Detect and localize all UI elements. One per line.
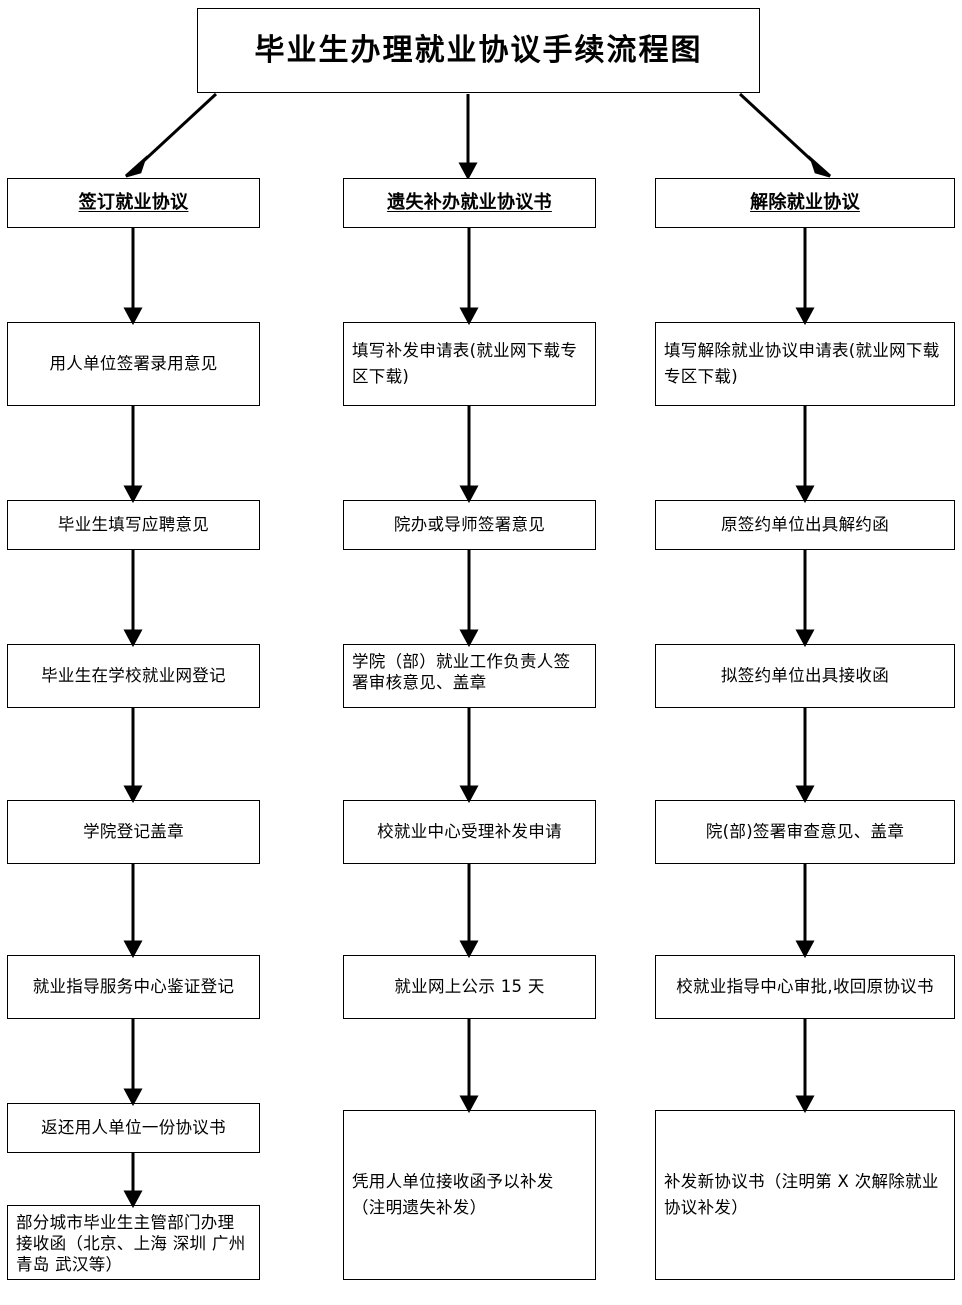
title-to-col2-arrowhead — [458, 162, 478, 181]
col1-step-5-label: 就业指导服务中心鉴证登记 — [32, 977, 235, 997]
col3-step-6-label: 补发新协议书（注明第 X 次解除就业协议补发） — [664, 1172, 939, 1217]
col1-arrow-2 — [123, 485, 143, 504]
col1-step-6-label: 返还用人单位一份协议书 — [41, 1118, 226, 1138]
col2-step-2[interactable]: 院办或导师签署意见 — [343, 500, 596, 550]
col3-step-2[interactable]: 原签约单位出具解约函 — [655, 500, 955, 550]
col2-step-5-label: 就业网上公示 15 天 — [394, 977, 545, 997]
col3-step-4[interactable]: 院(部)签署审查意见、盖章 — [655, 800, 955, 864]
col2-arrow-2 — [459, 485, 479, 504]
col1-arrow-6 — [123, 1088, 143, 1107]
col3-arrow-6 — [795, 1095, 815, 1114]
col3-step-5-label: 校就业指导中心审批,收回原协议书 — [676, 977, 934, 997]
col1-step-3-label: 毕业生在学校就业网登记 — [41, 666, 226, 686]
col1-arrow-3 — [123, 629, 143, 648]
col3-step-3[interactable]: 拟签约单位出具接收函 — [655, 644, 955, 708]
col3-step-3-label: 拟签约单位出具接收函 — [721, 666, 889, 686]
col3-step-1[interactable]: 填写解除就业协议申请表(就业网下载专区下载) — [655, 322, 955, 406]
title-to-col3-arrowhead — [808, 155, 831, 178]
col2-step-1-label: 填写补发申请表(就业网下载专区下载) — [352, 341, 578, 386]
title-to-col1-arrowhead — [125, 155, 148, 178]
col2-step-4[interactable]: 校就业中心受理补发申请 — [343, 800, 596, 864]
col1-arrow-5 — [123, 940, 143, 959]
col1-step-4-label: 学院登记盖章 — [83, 822, 184, 842]
col3-step-5[interactable]: 校就业指导中心审批,收回原协议书 — [655, 955, 955, 1019]
col2-step-3[interactable]: 学院（部）就业工作负责人签署审核意见、盖章 — [343, 644, 596, 708]
col1-header-label: 签订就业协议 — [78, 192, 189, 214]
col3-step-6[interactable]: 补发新协议书（注明第 X 次解除就业协议补发） — [655, 1110, 955, 1280]
col1-arrow-4 — [123, 785, 143, 804]
col1-step-3[interactable]: 毕业生在学校就业网登记 — [7, 644, 260, 708]
sidebar-item-lost-reissue[interactable]: 遗失补办就业协议书 — [343, 178, 596, 228]
col3-arrow-1 — [795, 307, 815, 326]
title-to-col1-line — [134, 92, 218, 170]
col1-step-1[interactable]: 用人单位签署录用意见 — [7, 322, 260, 406]
col1-arrow-1 — [123, 307, 143, 326]
col2-arrow-6 — [459, 1095, 479, 1114]
col3-arrow-5 — [795, 940, 815, 959]
col3-step-1-label: 填写解除就业协议申请表(就业网下载专区下载) — [664, 341, 940, 386]
col1-step-2[interactable]: 毕业生填写应聘意见 — [7, 500, 260, 550]
col2-step-5[interactable]: 就业网上公示 15 天 — [343, 955, 596, 1019]
col3-arrow-4 — [795, 785, 815, 804]
col1-step-5[interactable]: 就业指导服务中心鉴证登记 — [7, 955, 260, 1019]
col1-step-7-label: 部分城市毕业生主管部门办理接收函（北京、上海 深圳 广州 青岛 武汉等） — [16, 1213, 246, 1275]
col3-step-4-label: 院(部)签署审查意见、盖章 — [705, 822, 905, 842]
col2-header-label: 遗失补办就业协议书 — [387, 192, 552, 214]
col2-step-6-label: 凭用人单位接收函予以补发（注明遗失补发） — [352, 1172, 554, 1217]
col2-arrow-1 — [459, 307, 479, 326]
col1-step-1-label: 用人单位签署录用意见 — [49, 354, 218, 374]
col2-step-1[interactable]: 填写补发申请表(就业网下载专区下载) — [343, 322, 596, 406]
col2-step-2-label: 院办或导师签署意见 — [393, 515, 546, 535]
col3-step-2-label: 原签约单位出具解约函 — [721, 515, 889, 535]
col2-step-3-label: 学院（部）就业工作负责人签署审核意见、盖章 — [352, 652, 571, 693]
col2-arrow-4 — [459, 785, 479, 804]
chart-title-box: 毕业生办理就业协议手续流程图 — [197, 8, 760, 93]
col2-step-6[interactable]: 凭用人单位接收函予以补发（注明遗失补发） — [343, 1110, 596, 1280]
col2-arrow-5 — [459, 940, 479, 959]
col3-arrow-2 — [795, 485, 815, 504]
col2-step-4-label: 校就业中心受理补发申请 — [377, 822, 562, 842]
title-to-col3-line — [738, 92, 822, 170]
chart-title: 毕业生办理就业协议手续流程图 — [254, 32, 703, 68]
col1-step-6[interactable]: 返还用人单位一份协议书 — [7, 1103, 260, 1153]
sidebar-item-terminate-agreement[interactable]: 解除就业协议 — [655, 178, 955, 228]
col1-arrow-7 — [123, 1190, 143, 1209]
sidebar-item-sign-agreement[interactable]: 签订就业协议 — [7, 178, 260, 228]
col1-step-7[interactable]: 部分城市毕业生主管部门办理接收函（北京、上海 深圳 广州 青岛 武汉等） — [7, 1205, 260, 1280]
col1-step-2-label: 毕业生填写应聘意见 — [57, 515, 210, 535]
col3-header-label: 解除就业协议 — [750, 192, 860, 214]
col1-step-4[interactable]: 学院登记盖章 — [7, 800, 260, 864]
col2-arrow-3 — [459, 629, 479, 648]
col3-arrow-3 — [795, 629, 815, 648]
